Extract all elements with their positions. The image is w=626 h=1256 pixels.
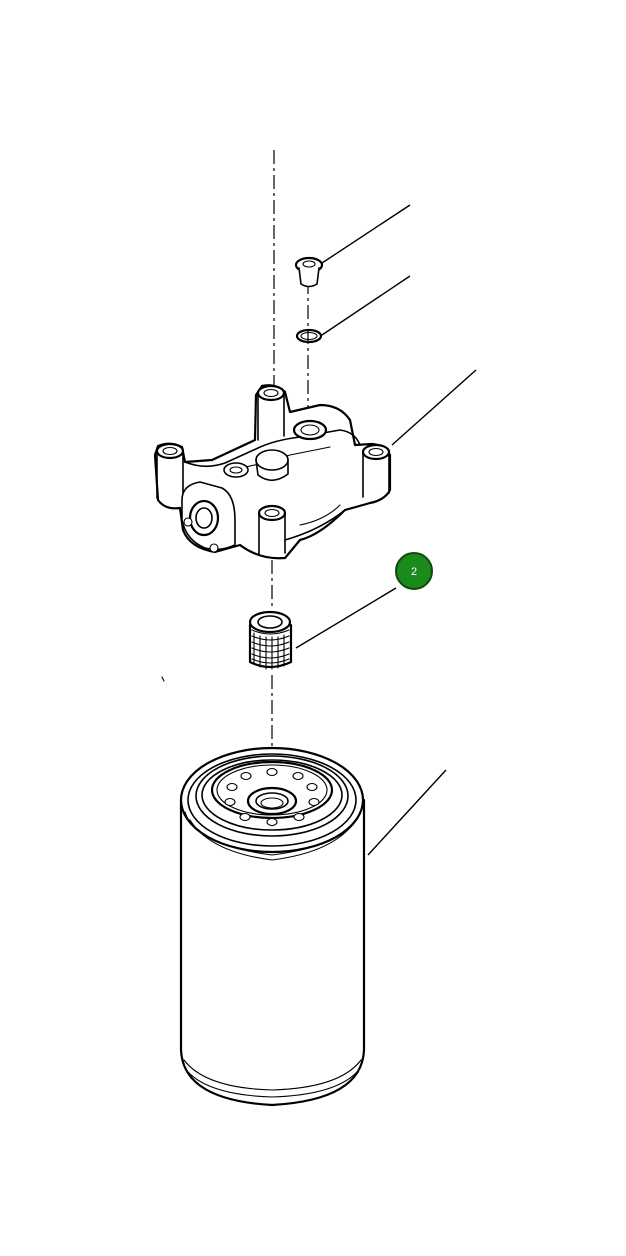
callout-line-filter-head bbox=[391, 369, 477, 446]
plug-part[interactable] bbox=[294, 256, 324, 288]
adapter-part[interactable] bbox=[248, 610, 293, 670]
filter-head-part[interactable] bbox=[153, 384, 392, 560]
adapter-threads bbox=[251, 629, 290, 670]
callout-line-filter-element bbox=[367, 769, 447, 856]
callout-line-o-ring bbox=[321, 275, 411, 336]
callout-badge-adapter[interactable]: 2 bbox=[395, 552, 433, 590]
filter-inlet-holes bbox=[224, 767, 320, 827]
filter-element-part[interactable] bbox=[179, 746, 366, 1107]
callout-line-plug bbox=[321, 204, 411, 264]
assembly-axis bbox=[271, 150, 309, 760]
callout-badge-label: 2 bbox=[411, 566, 417, 578]
callout-line-adapter bbox=[295, 587, 397, 649]
o-ring-part[interactable] bbox=[295, 328, 323, 344]
stray-mark bbox=[161, 676, 165, 682]
